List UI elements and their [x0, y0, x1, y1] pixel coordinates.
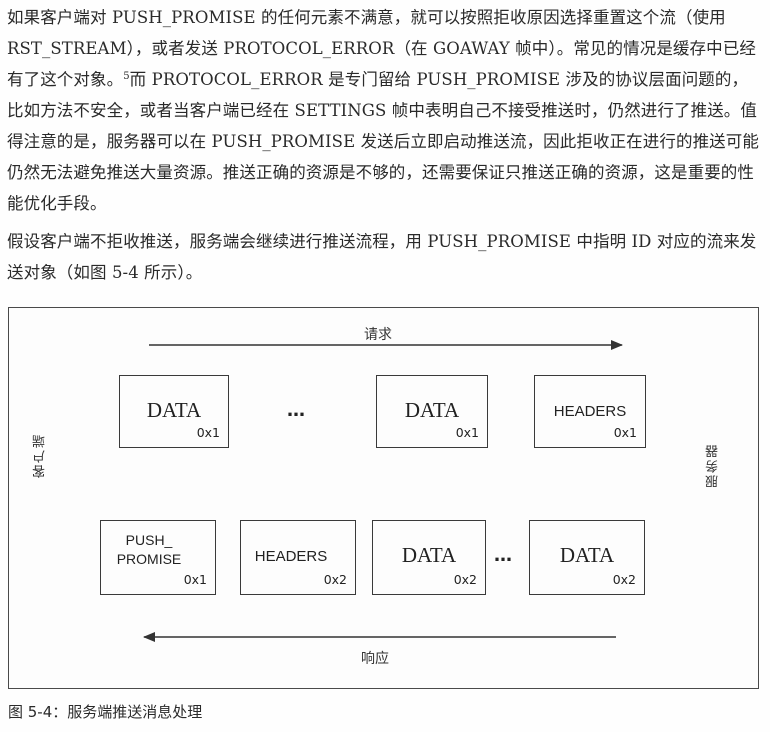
- paragraph-text: 而 PROTOCOL_ERROR 是专门留给 PUSH_PROMISE 涉及的协…: [7, 70, 759, 213]
- frame-type: HEADERS: [254, 548, 328, 565]
- footnote-ref[interactable]: 5: [123, 71, 130, 82]
- frame-headers-bottom: HEADERS 0x2: [240, 520, 356, 595]
- stream-id: 0x1: [455, 425, 479, 440]
- frame-type-line2: PROMISE: [116, 551, 182, 567]
- frame-type: DATA: [404, 398, 460, 422]
- request-label: 请求: [364, 327, 392, 343]
- body-paragraph-1: 如果客户端对 PUSH_PROMISE 的任何元素不满意，就可以按照拒收原因选择…: [7, 2, 759, 219]
- ellipsis-top: …: [287, 400, 307, 421]
- client-label: 客户端: [33, 433, 48, 478]
- frame-push-promise: PUSH_ PROMISE 0x1: [100, 520, 216, 595]
- frame-type: DATA: [401, 543, 457, 567]
- body-paragraph-2: 假设客户端不拒收推送，服务端会继续进行推送流程，用 PUSH_PROMISE 中…: [7, 232, 757, 282]
- frame-type: HEADERS: [553, 403, 627, 420]
- frame-data-bottom-2: DATA 0x2: [529, 520, 645, 595]
- stream-id: 0x1: [613, 425, 637, 440]
- frame-data-top-1: DATA 0x1: [119, 375, 229, 448]
- response-label: 响应: [361, 651, 389, 667]
- server-label: 服务器: [706, 443, 721, 488]
- frame-data-top-2: DATA 0x1: [376, 375, 488, 448]
- frame-type: DATA: [559, 543, 615, 567]
- frame-type-line1: PUSH_: [125, 532, 173, 548]
- figure-caption: 图 5-4：服务端推送消息处理: [8, 703, 203, 721]
- stream-id: 0x2: [453, 572, 477, 587]
- request-arrow: [143, 340, 623, 642]
- ellipsis-bottom: …: [494, 545, 514, 566]
- frame-data-bottom-1: DATA 0x2: [372, 520, 486, 595]
- stream-id: 0x2: [323, 572, 347, 587]
- paragraph-text: 如果客户端对 PUSH_PROMISE 的任何元素不满意，就可以按照拒收原因选择…: [7, 8, 756, 89]
- figure-5-4: 请求 响应 客户端 服务器 DATA 0x1 … DATA 0x1 HEADER…: [8, 307, 759, 689]
- stream-id: 0x1: [196, 425, 220, 440]
- frame-type: DATA: [146, 398, 202, 422]
- frame-type: PUSH_ PROMISE: [101, 531, 215, 569]
- stream-id: 0x1: [183, 572, 207, 587]
- frame-headers-top: HEADERS 0x1: [534, 375, 646, 448]
- stream-id: 0x2: [612, 572, 636, 587]
